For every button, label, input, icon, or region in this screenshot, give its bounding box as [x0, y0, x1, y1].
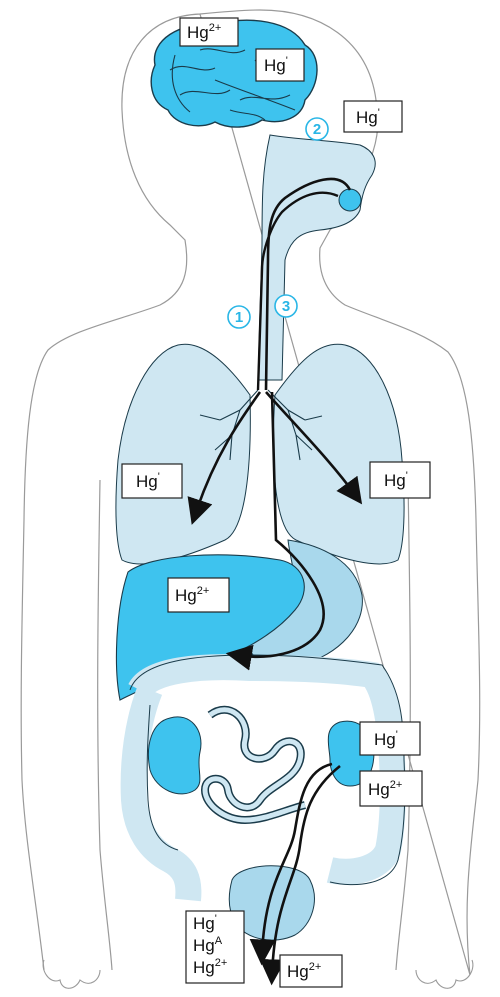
svg-text:Hg': Hg': [384, 470, 408, 490]
label-kidney-top: Hg': [360, 722, 420, 755]
label-base: Hg: [136, 472, 158, 491]
lung-right: [273, 344, 404, 564]
label-sup: 2+: [215, 957, 228, 969]
label-base: Hg: [287, 962, 309, 981]
route-marker-2: 2: [306, 118, 328, 140]
label-sup: 2+: [390, 779, 403, 791]
label-sup: 2+: [197, 585, 210, 597]
label-liver: Hg2+: [168, 578, 229, 612]
svg-text:Hg': Hg': [356, 107, 380, 127]
label-kidney-bottom: Hg2+: [360, 771, 422, 806]
label-sup: 2+: [209, 22, 222, 34]
label-sup: ': [286, 55, 288, 67]
label-sup: ': [378, 107, 380, 119]
label-base: Hg: [175, 586, 197, 605]
route-number-2: 2: [313, 121, 321, 138]
hand-left: [43, 960, 100, 988]
label-base: Hg: [187, 23, 209, 42]
arm-left-inner: [98, 480, 112, 970]
route-number-1: 1: [235, 309, 243, 326]
label-base: Hg: [356, 108, 378, 127]
label-base: Hg: [193, 936, 215, 955]
label-brain-mid: Hg': [256, 49, 304, 81]
label-base: Hg: [193, 914, 215, 933]
route-number-3: 3: [282, 298, 290, 315]
label-base: Hg: [193, 958, 215, 977]
label-excretion-list: Hg' HgA Hg2+: [186, 911, 244, 983]
svg-text:Hg': Hg': [264, 55, 288, 75]
label-sup: ': [406, 470, 408, 482]
label-lung-left: Hg': [122, 464, 182, 498]
label-sup: ': [215, 913, 217, 925]
label-excretion-right: Hg2+: [280, 955, 342, 987]
label-sup: ': [158, 471, 160, 483]
label-sup: 2+: [309, 961, 322, 973]
label-base: Hg: [264, 56, 286, 75]
svg-text:Hg': Hg': [136, 471, 160, 491]
label-base: Hg: [374, 730, 396, 749]
label-lung-right: Hg': [370, 462, 430, 498]
nasal-cavity: [258, 135, 375, 380]
label-sup: A: [215, 935, 223, 947]
kidney-left: [148, 717, 201, 794]
label-base: Hg: [384, 471, 406, 490]
svg-text:Hg': Hg': [193, 913, 217, 933]
label-mouth: Hg': [344, 101, 402, 132]
route-marker-3: 3: [275, 295, 297, 317]
label-brain-top: Hg2+: [180, 18, 238, 46]
mouth-tongue: [339, 189, 361, 211]
svg-text:Hg': Hg': [374, 729, 398, 749]
hand-right: [416, 960, 473, 988]
small-intestine-fill: [205, 710, 305, 820]
route-marker-1: 1: [228, 306, 250, 328]
label-sup: ': [396, 729, 398, 741]
label-base: Hg: [368, 780, 390, 799]
